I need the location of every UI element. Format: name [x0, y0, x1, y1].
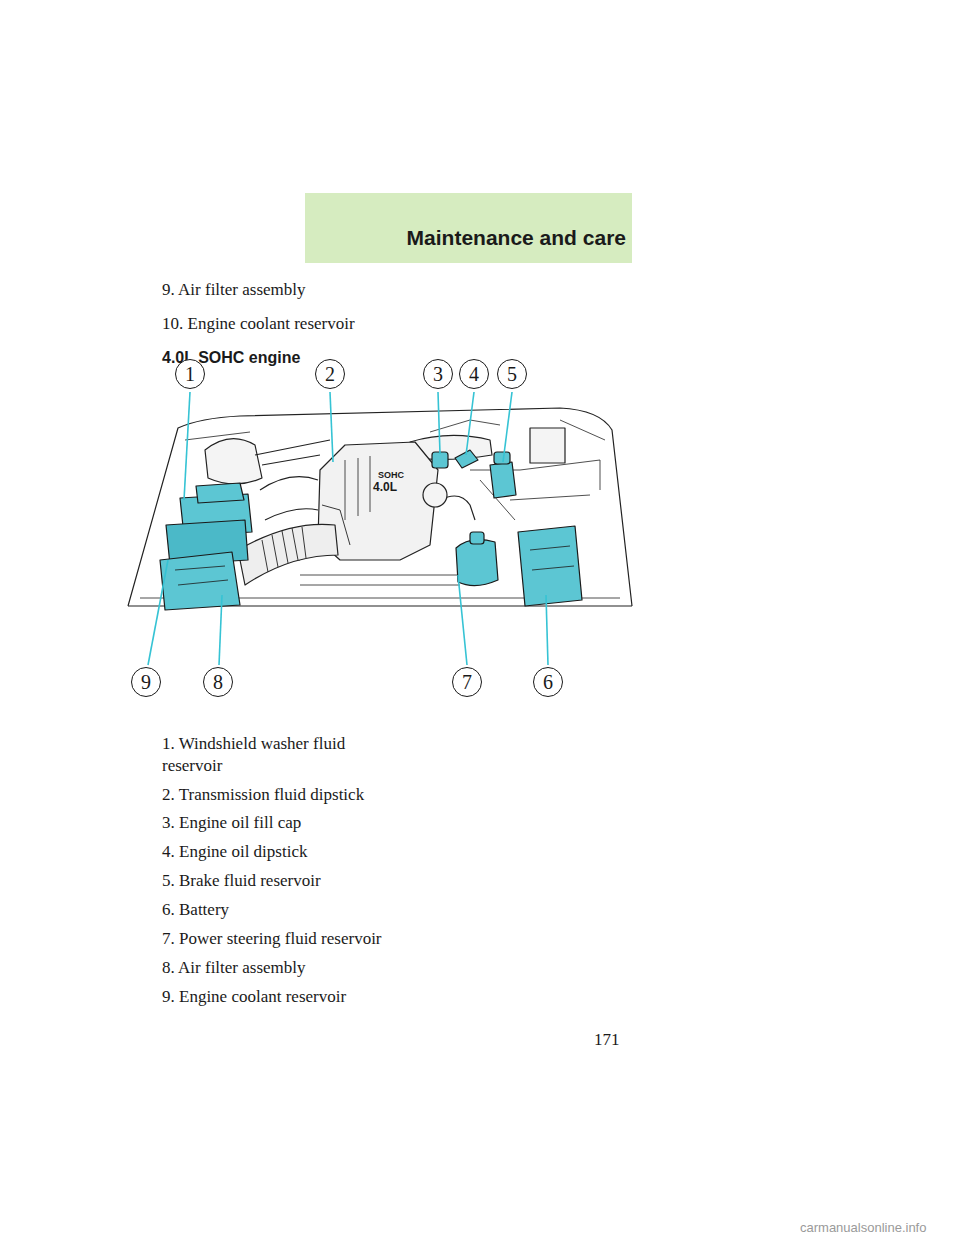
cover-label: 4.0L: [372, 481, 398, 494]
callout-number: 5: [497, 359, 527, 389]
callout-number: 2: [315, 359, 345, 389]
list-item: 2. Transmission fluid dipstick: [162, 785, 364, 805]
callout-text: 5: [507, 364, 517, 384]
list-item: 10. Engine coolant reservoir: [162, 314, 355, 334]
list-item: 9. Air filter assembly: [162, 280, 306, 300]
callout-text: 9: [141, 672, 151, 692]
header-text: Maintenance and care: [407, 226, 626, 250]
list-item: 8. Air filter assembly: [162, 958, 306, 978]
callout-text: 6: [543, 672, 553, 692]
callout-number: 4: [459, 359, 489, 389]
callout-text: 4: [469, 364, 479, 384]
list-item: 5. Brake fluid reservoir: [162, 871, 321, 891]
page-number: 171: [594, 1030, 620, 1050]
list-item: 4. Engine oil dipstick: [162, 842, 307, 862]
callout-number: 3: [423, 359, 453, 389]
callout-text: 1: [185, 364, 195, 384]
header-band: Maintenance and care: [305, 193, 632, 263]
callout-text: 3: [433, 364, 443, 384]
callout-number: 8: [203, 667, 233, 697]
callout-number: 7: [452, 667, 482, 697]
callout-number: 9: [131, 667, 161, 697]
list-item: 1. Windshield washer fluid reservoir: [162, 733, 377, 777]
list-item: 3. Engine oil fill cap: [162, 813, 301, 833]
callout-number: 6: [533, 667, 563, 697]
callout-number: 1: [175, 359, 205, 389]
callout-text: 2: [325, 364, 335, 384]
list-item: 7. Power steering fluid reservoir: [162, 929, 382, 949]
list-item: 6. Battery: [162, 900, 229, 920]
watermark: carmanualsonline.info: [800, 1220, 926, 1236]
cover-label: SOHC: [377, 470, 405, 480]
callout-text: 7: [462, 672, 472, 692]
callout-text: 8: [213, 672, 223, 692]
list-item: 9. Engine coolant reservoir: [162, 987, 346, 1007]
